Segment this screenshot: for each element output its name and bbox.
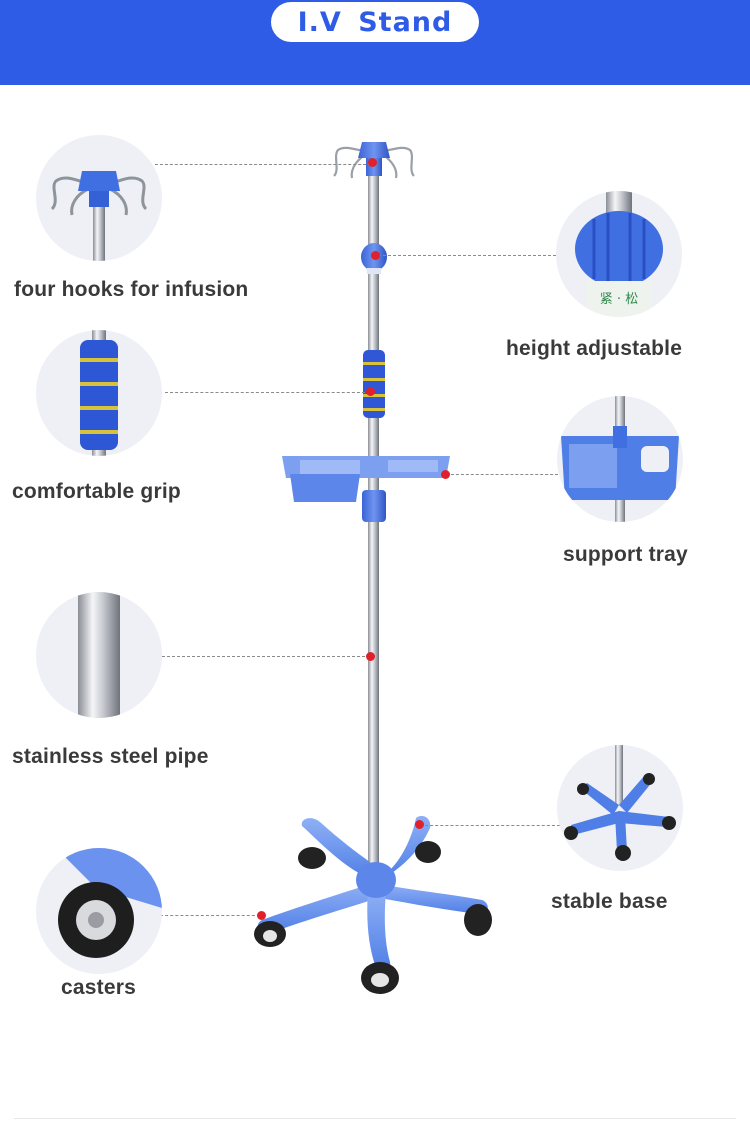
leader-base [420,825,560,826]
marker-height [371,251,380,260]
label-base: stable base [551,890,668,913]
stand-tray [282,456,450,522]
stand-grip [363,350,385,418]
label-casters: casters [61,976,136,999]
label-tray: support tray [563,543,688,566]
marker-pipe [366,652,375,661]
stand-base [254,815,492,994]
five-star-base-icon [557,745,683,871]
label-height: height adjustable [506,337,683,360]
caster-wheel-icon [36,848,162,974]
title-pill: I.V Stand [271,2,479,42]
knob-text: 紧 · 松 [600,292,638,307]
leader-height [378,255,556,256]
tray-icon [557,396,683,522]
marker-hooks [368,158,377,167]
leader-casters [160,915,260,916]
label-hooks: four hooks for infusion [14,278,249,301]
marker-base [415,820,424,829]
marker-grip [366,387,375,396]
marker-tray [441,470,450,479]
label-pipe: stainless steel pipe [12,745,209,768]
marker-casters [257,911,266,920]
leader-hooks [155,164,371,165]
hooks-icon [36,135,162,261]
header-bar: I.V Stand [0,0,750,85]
leader-pipe [162,656,370,657]
label-grip: comfortable grip [12,480,181,503]
height-knob-icon: 紧 · 松 [556,191,682,317]
page-title: I.V Stand [297,6,453,38]
leader-grip [165,392,370,393]
steel-pipe-icon [36,592,162,718]
leader-tray [446,474,558,475]
bottom-divider [14,1118,736,1119]
foam-grip-icon [36,330,162,456]
